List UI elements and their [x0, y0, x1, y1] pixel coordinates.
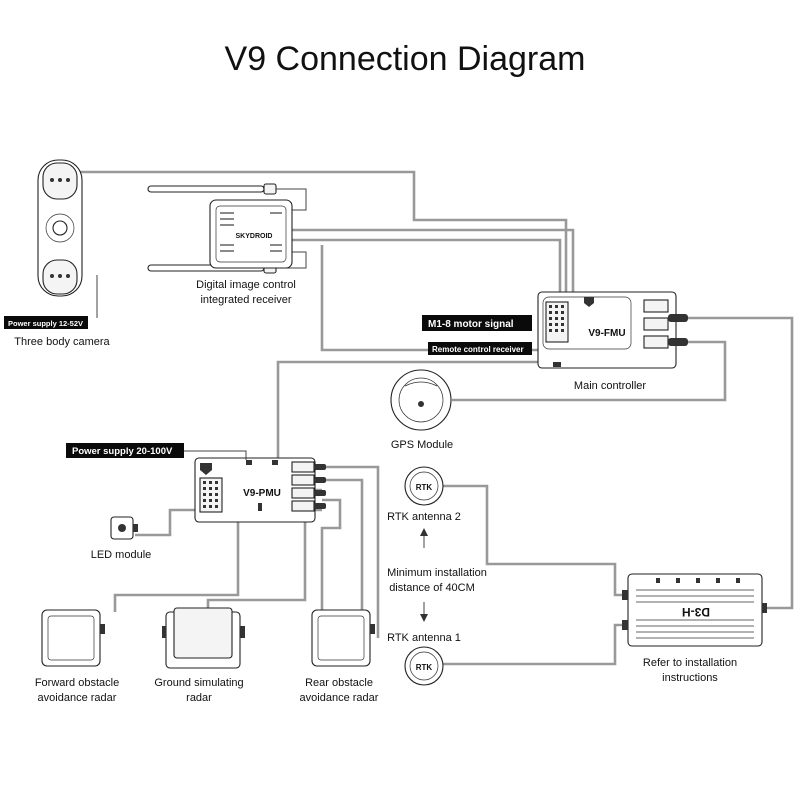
rtk-antenna-1: RTK antenna 1 RTK [387, 632, 461, 686]
d3h-brand: D3-H [682, 605, 710, 619]
rtk1-mark: RTK [416, 663, 433, 672]
diagram-title: V9 Connection Diagram [225, 40, 586, 78]
rear-radar-label-line1: Rear obstacle [305, 677, 373, 689]
led-module: LED module [91, 516, 152, 561]
main-controller: V9-FMU M1-8 motor signal Remote control … [422, 291, 688, 392]
power-management-unit: V9-PMU Power supply 20-100V [66, 443, 326, 523]
integrated-receiver: SKYDROID Digital image control integrate… [147, 183, 307, 306]
distance-note-line1: Minimum installation [387, 567, 487, 579]
motor-signal-tag: M1-8 motor signal [428, 319, 514, 330]
d3h-label-line1: Refer to installation [643, 657, 737, 669]
receiver-label-line2: integrated receiver [200, 294, 291, 306]
rear-obstacle-radar: Rear obstacle avoidance radar [300, 609, 379, 704]
rtk1-label: RTK antenna 1 [387, 632, 461, 644]
forward-obstacle-radar: Forward obstacle avoidance radar [35, 609, 119, 704]
camera-power-tag: Power supply 12-52V [8, 319, 83, 328]
rtk2-label: RTK antenna 2 [387, 511, 461, 523]
gps-module: GPS Module [390, 369, 453, 451]
forward-radar-label-line1: Forward obstacle [35, 677, 119, 689]
pmu-power-tag: Power supply 20-100V [72, 446, 173, 457]
rtk-antenna-2: RTK RTK antenna 2 [387, 466, 461, 523]
ground-radar-label-line2: radar [186, 692, 212, 704]
receiver-brand: SKYDROID [236, 233, 273, 240]
distance-note-line2: distance of 40CM [389, 582, 475, 594]
three-body-camera: Power supply 12-52V Three body camera [4, 159, 111, 348]
gps-label: GPS Module [391, 439, 453, 451]
led-label: LED module [91, 549, 152, 561]
distance-note: Minimum installation distance of 40CM [387, 528, 487, 622]
d3h-label-line2: instructions [662, 672, 718, 684]
pmu-brand: V9-PMU [243, 488, 281, 499]
forward-radar-label-line2: avoidance radar [38, 692, 117, 704]
remote-receiver-tag: Remote control receiver [432, 345, 524, 354]
ground-simulating-radar: Ground simulating radar [154, 607, 245, 704]
rtk2-mark: RTK [416, 483, 433, 492]
receiver-label-line1: Digital image control [196, 279, 296, 291]
main-controller-label: Main controller [574, 380, 646, 392]
d3h-module: D3-H Refer to installation instructions [622, 573, 767, 684]
main-controller-brand: V9-FMU [588, 328, 625, 339]
ground-radar-label-line1: Ground simulating [154, 677, 243, 689]
camera-label: Three body camera [14, 336, 110, 348]
rear-radar-label-line2: avoidance radar [300, 692, 379, 704]
